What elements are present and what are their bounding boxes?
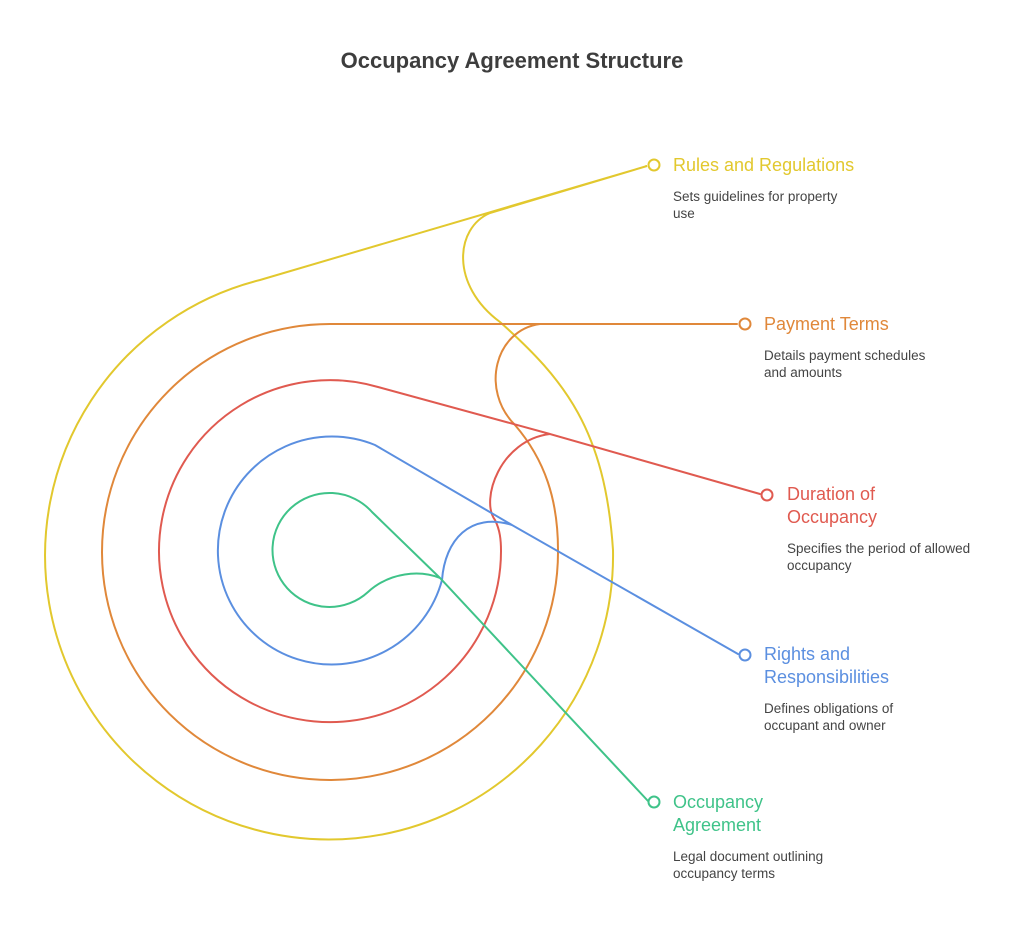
duration-of-occupancy-title: Duration of Occupancy	[787, 484, 878, 527]
payment-terms-marker-icon	[738, 317, 752, 331]
duration-of-occupancy-spiral	[158, 379, 761, 724]
payment-terms-description: Details payment schedules and amounts	[764, 348, 926, 380]
rules-and-regulations-title: Rules and Regulations	[673, 155, 855, 175]
occupancy-agreement-title: Occupancy Agreement	[673, 792, 764, 835]
duration-of-occupancy-description: Specifies the period of allowed occupanc…	[787, 541, 971, 573]
rights-and-responsibilities-marker-icon	[738, 648, 752, 662]
rights-and-responsibilities-description: Defines obligations of occupant and owne…	[764, 701, 894, 733]
occupancy-agreement-spiral	[271, 492, 649, 802]
diagram-title: Occupancy Agreement Structure	[340, 48, 684, 73]
payment-terms-spiral	[101, 323, 738, 781]
rights-and-responsibilities-spiral	[216, 435, 739, 666]
occupancy-agreement-description: Legal document outlining occupancy terms	[673, 849, 824, 881]
rules-and-regulations-description: Sets guidelines for property use	[673, 189, 838, 221]
rules-and-regulations-marker-icon	[647, 158, 661, 172]
occupancy-agreement-marker-icon	[647, 795, 661, 809]
duration-of-occupancy-marker-icon	[760, 488, 774, 502]
rules-and-regulations-spiral	[44, 165, 648, 841]
rights-and-responsibilities-title: Rights and Responsibilities	[764, 644, 890, 687]
payment-terms-title: Payment Terms	[764, 314, 889, 334]
